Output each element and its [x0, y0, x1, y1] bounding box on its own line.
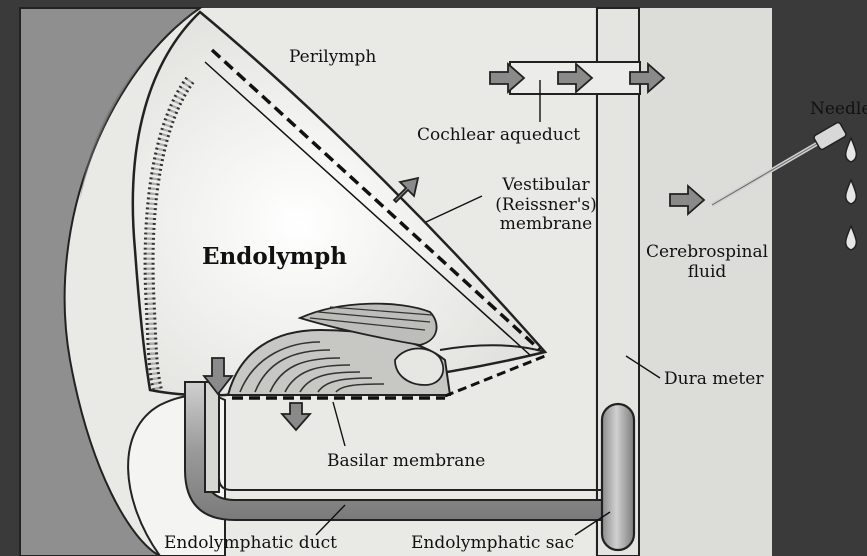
label-endolymphatic-duct: Endolymphatic duct — [164, 534, 337, 554]
label-dura-meter: Dura meter — [664, 370, 763, 390]
label-cerebrospinal-fluid: Cerebrospinal fluid — [642, 243, 772, 282]
label-basilar-membrane: Basilar membrane — [327, 452, 485, 472]
label-vestibular-membrane: Vestibular (Reissner's) membrane — [488, 176, 604, 235]
label-csf-line-2: fluid — [642, 263, 772, 283]
endolymphatic-sac-shape — [602, 404, 634, 550]
label-vestibular-line-1: Vestibular — [488, 176, 604, 196]
label-csf-line-1: Cerebrospinal — [642, 243, 772, 263]
label-needle: Needle — [810, 100, 867, 120]
label-cochlear-aqueduct: Cochlear aqueduct — [417, 126, 580, 146]
label-perilymph: Perilymph — [289, 48, 376, 68]
label-vestibular-line-2: (Reissner's) — [488, 196, 604, 216]
label-endolymph: Endolymph — [202, 244, 347, 270]
label-endolymphatic-sac: Endolymphatic sac — [411, 534, 574, 554]
label-vestibular-line-3: membrane — [488, 215, 604, 235]
